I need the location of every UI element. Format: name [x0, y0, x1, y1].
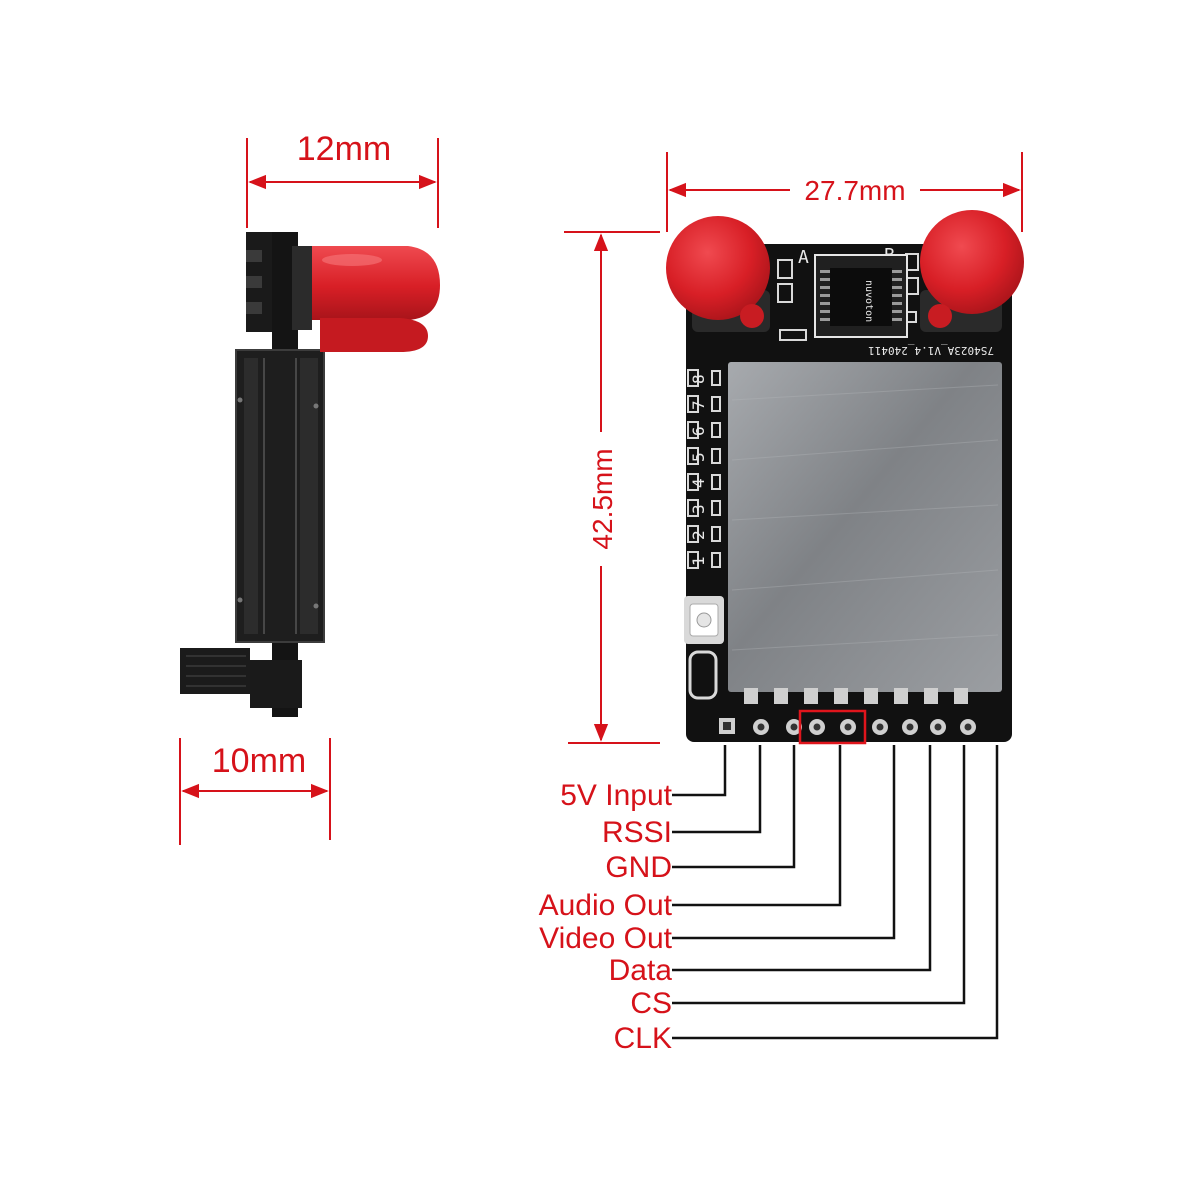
- channel-led-label: 8: [689, 374, 708, 384]
- connector-a-label: A: [798, 247, 809, 268]
- ic-chip: nuvoton: [814, 254, 908, 338]
- channel-led-3: 3: [687, 499, 721, 517]
- board-width-label: 27.7mm: [804, 175, 905, 206]
- channel-led-6: 6: [687, 421, 721, 439]
- antenna-cap-b: [920, 210, 1024, 314]
- channel-led-2: 2: [687, 525, 721, 543]
- pin-callout: Video Out: [539, 745, 896, 955]
- channel-led-label: 3: [689, 504, 708, 514]
- side-antenna-cap-lower: [320, 318, 428, 352]
- pin-label: Audio Out: [539, 889, 673, 922]
- pin-callout: Data: [609, 745, 932, 987]
- pin-leader-line: [672, 745, 966, 1005]
- board-code: 7S4023A_V1.4_240411: [868, 344, 994, 357]
- channel-led-strip: 1 2 3 4 5 6 7 8: [687, 369, 721, 569]
- pin-leader-line: [672, 745, 796, 869]
- rf-shield: [728, 362, 1002, 692]
- channel-led-label: 5: [689, 452, 708, 462]
- pin-callout: RSSI: [602, 745, 762, 849]
- pin-label: Data: [609, 954, 673, 987]
- audio-pin-highlight: [798, 709, 867, 745]
- pin-callout: CLK: [614, 745, 999, 1055]
- pin-callout: 5V Input: [560, 745, 727, 812]
- pin-header: [719, 718, 976, 735]
- channel-led-7: 7: [687, 395, 721, 413]
- side-module-photo: [180, 232, 440, 717]
- pin-leader-line: [672, 745, 842, 907]
- pin-callout: Audio Out: [539, 745, 842, 922]
- push-button[interactable]: [684, 596, 724, 644]
- front-view: 27.7mm 42.5mm A B: [539, 152, 1024, 1055]
- pin-label: CS: [630, 987, 672, 1020]
- side-pin-header: [180, 648, 250, 694]
- pin-leader-line: [672, 745, 932, 972]
- channel-led-label: 7: [689, 400, 708, 410]
- antenna-b: [920, 210, 1024, 332]
- channel-led-4: 4: [687, 473, 721, 491]
- side-view: 12mm: [179, 130, 440, 845]
- pin-label: 5V Input: [560, 779, 672, 812]
- channel-led-label: 4: [689, 478, 708, 488]
- pin-label: Video Out: [539, 922, 673, 955]
- pin-callout: GND: [605, 745, 796, 884]
- pin-callout: CS: [630, 745, 966, 1020]
- channel-led-5: 5: [687, 447, 721, 465]
- pin-leader-line: [672, 745, 999, 1040]
- pin-leader-line: [672, 745, 727, 797]
- antenna-cap-a: [666, 216, 770, 320]
- side-thickness-label: 10mm: [212, 742, 306, 780]
- pin-label: CLK: [614, 1022, 672, 1055]
- channel-led-1: 1: [687, 551, 721, 569]
- channel-led-label: 2: [689, 530, 708, 540]
- pin-leader-line: [672, 745, 762, 834]
- smd-capacitor: [688, 650, 718, 700]
- antenna-a: [666, 216, 770, 332]
- pin-leader-line: [672, 745, 896, 940]
- pin-label: GND: [605, 851, 672, 884]
- pin-label: RSSI: [602, 816, 672, 849]
- channel-led-8: 8: [687, 369, 721, 387]
- shield-tabs: [744, 688, 968, 704]
- channel-led-label: 1: [689, 556, 708, 566]
- side-width-label: 12mm: [297, 130, 391, 168]
- channel-led-label: 6: [689, 426, 708, 436]
- chip-marking: nuvoton: [863, 280, 874, 322]
- board-height-label: 42.5mm: [587, 448, 618, 549]
